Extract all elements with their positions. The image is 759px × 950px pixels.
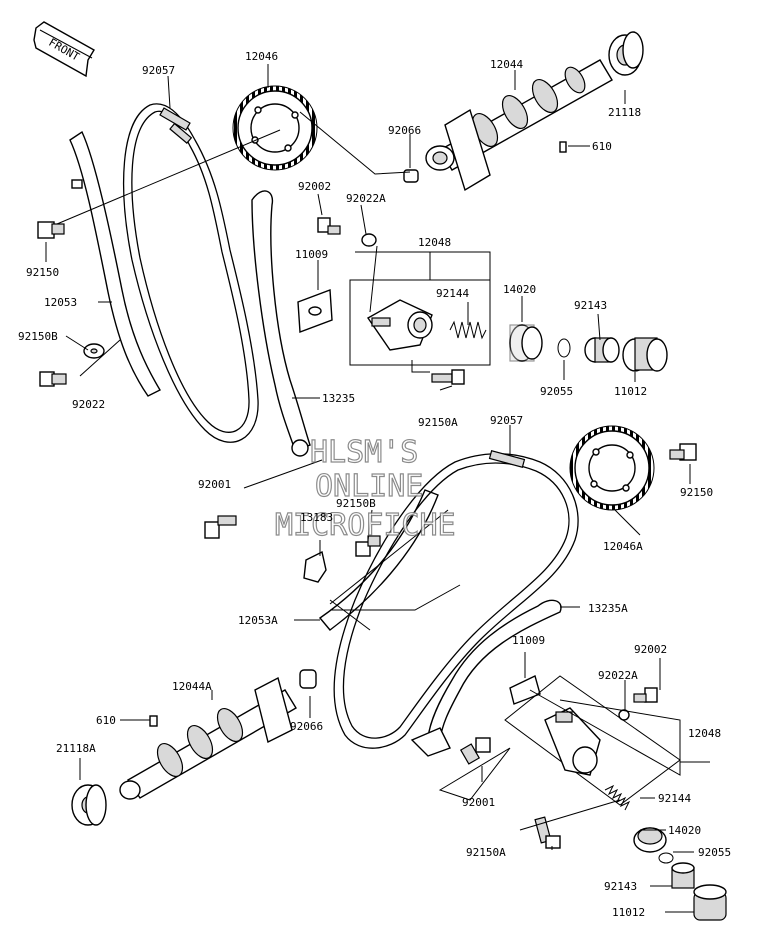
tensioner-box-top bbox=[349, 279, 491, 366]
ring-14020-bot bbox=[633, 827, 667, 853]
part-label: 92066 bbox=[290, 720, 323, 733]
part-label: 92144 bbox=[436, 287, 469, 300]
part-label: 92055 bbox=[540, 385, 573, 398]
o-ring-92055-top bbox=[557, 338, 571, 358]
tensioner-top bbox=[366, 299, 433, 351]
bush-bottom bbox=[299, 669, 317, 689]
bracket-13183 bbox=[303, 550, 327, 583]
watermark: HLSM'S ONLINE MICROFICHE bbox=[274, 434, 456, 543]
chain-guide-rear bbox=[318, 489, 439, 631]
washer-92022a-bot bbox=[618, 709, 630, 721]
washer-92022a-top bbox=[361, 233, 377, 247]
pin-bottom bbox=[149, 715, 158, 727]
camshaft-bottom bbox=[119, 676, 297, 800]
bolt-92150a-top bbox=[431, 369, 465, 385]
part-label: 12053A bbox=[238, 614, 278, 627]
cam-chain-front bbox=[123, 103, 259, 443]
part-label: 92150A bbox=[418, 416, 458, 429]
part-label: 610 bbox=[592, 140, 612, 153]
part-label: 12048 bbox=[418, 236, 451, 249]
cam-sprocket-top bbox=[232, 85, 318, 171]
tensioner-guide-rear bbox=[427, 599, 562, 741]
tensioner-bottom bbox=[544, 707, 601, 776]
part-label: 12044 bbox=[490, 58, 523, 71]
part-label: 92022A bbox=[598, 669, 638, 682]
bolt-left-b bbox=[39, 371, 67, 387]
tensioner-guide-top bbox=[251, 190, 311, 451]
part-label: 92150A bbox=[466, 846, 506, 859]
part-label: 92055 bbox=[698, 846, 731, 859]
part-label: 92001 bbox=[198, 478, 231, 491]
cap-11012-bot bbox=[693, 884, 727, 921]
bolt-92150-right bbox=[669, 443, 697, 461]
part-label: 92150B bbox=[18, 330, 58, 343]
part-label: 13183 bbox=[300, 511, 333, 524]
part-label: 92144 bbox=[658, 792, 691, 805]
part-labels: 92057 12046 12044 21118 92066 610 92002 … bbox=[18, 50, 731, 919]
part-label: 92143 bbox=[604, 880, 637, 893]
watermark-line-3: MICROFICHE bbox=[275, 508, 456, 543]
cam-cap-bottom bbox=[71, 784, 107, 826]
bolt-92150a-bot bbox=[534, 816, 561, 849]
bush-top bbox=[403, 169, 419, 183]
part-label: 12044A bbox=[172, 680, 212, 693]
bolt-left bbox=[37, 221, 65, 239]
part-label: 92057 bbox=[142, 64, 175, 77]
part-label: 11012 bbox=[612, 906, 645, 919]
part-label: 92143 bbox=[574, 299, 607, 312]
part-label: 13235 bbox=[322, 392, 355, 405]
bolt-92002-bot bbox=[633, 687, 658, 703]
cam-cap-top bbox=[608, 31, 644, 76]
bolt-92001-bot bbox=[459, 737, 491, 765]
part-label: 11009 bbox=[295, 248, 328, 261]
bolt-92001-top bbox=[204, 515, 237, 539]
o-ring-92055-bot bbox=[658, 852, 674, 864]
part-label: 21118A bbox=[56, 742, 96, 755]
camshaft-top bbox=[425, 59, 613, 192]
bolt-92150b-mid bbox=[355, 535, 381, 557]
part-label: 21118 bbox=[608, 106, 641, 119]
watermark-line-2: ONLINE bbox=[315, 469, 423, 504]
pin-top bbox=[559, 141, 567, 153]
part-label: 610 bbox=[96, 714, 116, 727]
part-label: 13235A bbox=[588, 602, 628, 615]
part-label: 11009 bbox=[512, 634, 545, 647]
spring-92144-bot bbox=[604, 784, 631, 811]
cam-chain-rear bbox=[333, 453, 579, 749]
plug-92143-bot bbox=[671, 862, 695, 889]
part-label: 14020 bbox=[503, 283, 536, 296]
chain-links-top bbox=[159, 107, 193, 144]
chain-guide-front bbox=[69, 130, 161, 397]
plug-92143-top bbox=[584, 337, 620, 363]
part-label: 12053 bbox=[44, 296, 77, 309]
part-label: 92022 bbox=[72, 398, 105, 411]
ring-14020-top bbox=[509, 324, 543, 362]
bolt-92002-top bbox=[317, 217, 341, 235]
part-label: 92066 bbox=[388, 124, 421, 137]
part-label: 12048 bbox=[688, 727, 721, 740]
part-label: 92150 bbox=[26, 266, 59, 279]
part-label: 92022A bbox=[346, 192, 386, 205]
gasket-bottom bbox=[509, 675, 541, 705]
part-label: 92150 bbox=[680, 486, 713, 499]
chain-links-rear bbox=[488, 450, 526, 468]
part-label: 14020 bbox=[668, 824, 701, 837]
leader-lines bbox=[45, 64, 710, 913]
part-label: 92001 bbox=[462, 796, 495, 809]
cam-sprocket-rear bbox=[569, 425, 655, 511]
part-label: 92002 bbox=[634, 643, 667, 656]
part-label: 92150B bbox=[336, 497, 376, 510]
part-label: 12046 bbox=[245, 50, 278, 63]
cap-11012-top bbox=[622, 337, 668, 372]
watermark-line-1: HLSM'S bbox=[310, 435, 418, 470]
part-label: 11012 bbox=[614, 385, 647, 398]
part-label: 92057 bbox=[490, 414, 523, 427]
spring-92144-top bbox=[449, 320, 487, 340]
part-label: 12046A bbox=[603, 540, 643, 553]
part-label: 92002 bbox=[298, 180, 331, 193]
front-arrow-icon: FRONT bbox=[33, 21, 95, 78]
